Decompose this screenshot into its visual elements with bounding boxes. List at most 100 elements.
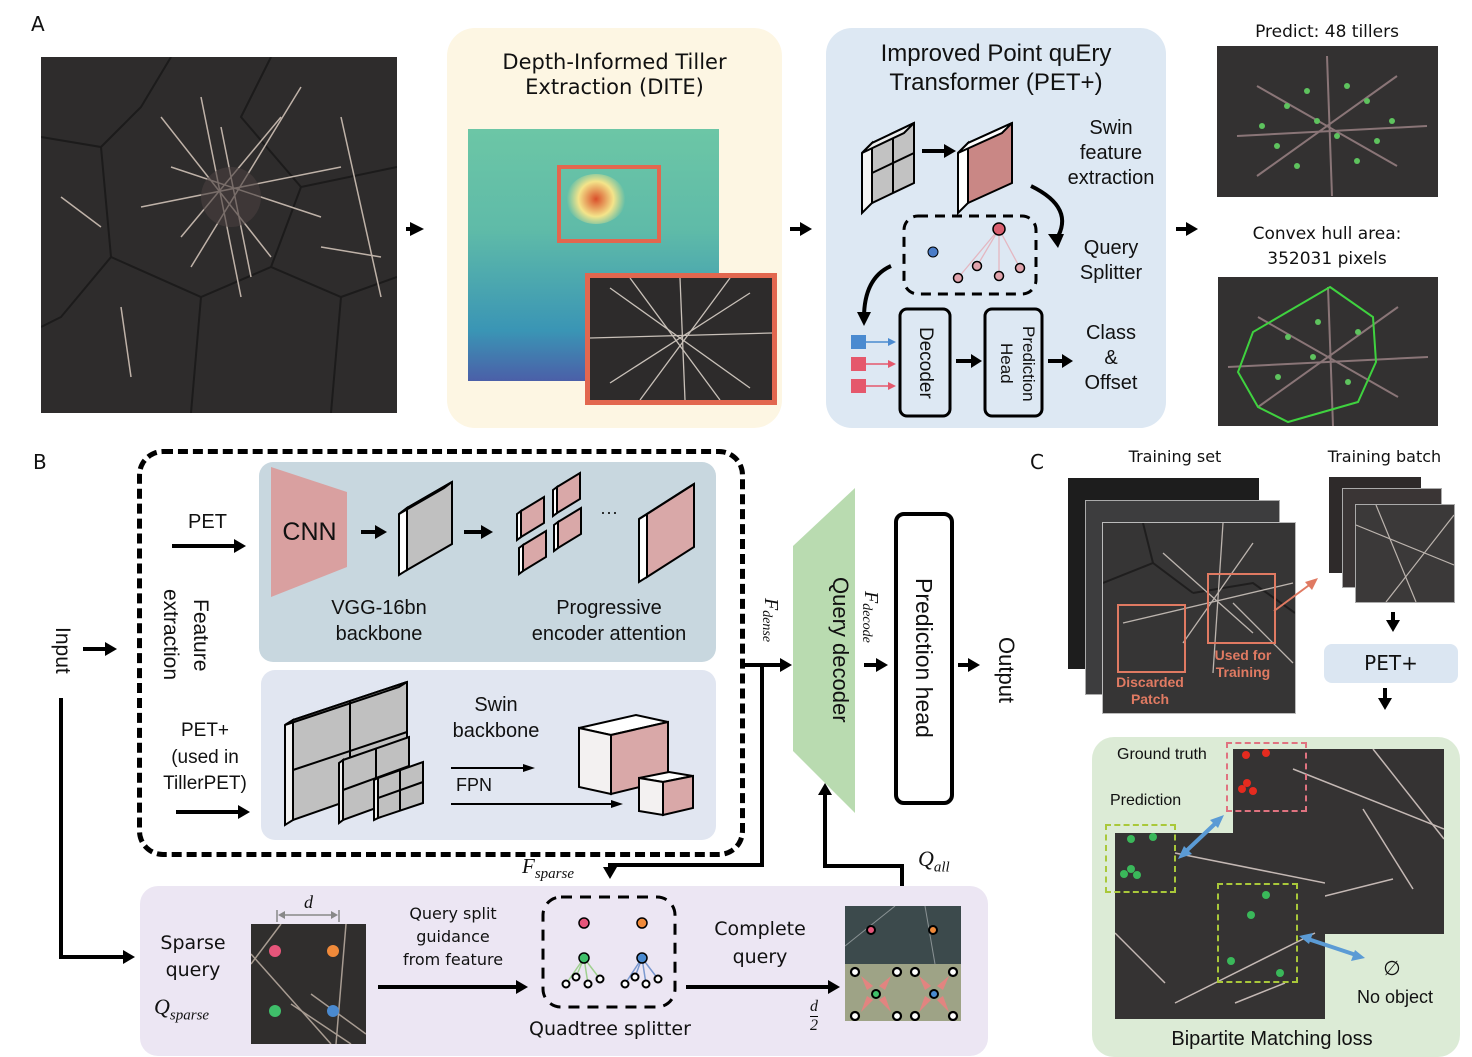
no-object-arrow-icon bbox=[1299, 933, 1365, 961]
prediction-label: Prediction bbox=[1110, 792, 1182, 809]
split-guidance-line: guidance bbox=[416, 927, 490, 947]
class-offset-line: Offset bbox=[1084, 372, 1138, 394]
prediction-frame-match bbox=[1105, 824, 1176, 893]
split-guidance-label: Query split guidance from feature bbox=[390, 902, 516, 972]
swin-backbone-diagram bbox=[284, 680, 694, 827]
pet-backbone-diagram bbox=[271, 467, 695, 597]
d-label: d bbox=[304, 892, 313, 912]
swin-backbone-line: Swin bbox=[474, 694, 518, 716]
q-symbol: Q bbox=[154, 994, 170, 1019]
vgg-label-line: backbone bbox=[335, 623, 423, 645]
connector-line bbox=[1391, 612, 1395, 622]
vgg-label-line: VGG-16bn bbox=[331, 597, 427, 619]
q-sparse-subscript: sparse bbox=[169, 1007, 210, 1024]
dite-title-line2: Extraction (DITE) bbox=[525, 75, 704, 100]
swin-backbone-block: Swin backbone FPN bbox=[261, 670, 716, 840]
arrow-right-icon bbox=[968, 658, 980, 672]
bipartite-matching-panel: Ground truth Prediction ∅ No object Bipa… bbox=[1092, 737, 1460, 1057]
q-all-label: Qall bbox=[918, 846, 950, 876]
training-set-label: Training set bbox=[1128, 447, 1222, 466]
query-splitter-label-line: Splitter bbox=[1079, 262, 1143, 284]
discarded-line: Discarded bbox=[1116, 674, 1184, 690]
dite-title: Depth-Informed Tiller Extraction (DITE) bbox=[447, 50, 782, 100]
pet-label: PET bbox=[188, 511, 227, 533]
arrow-down-icon bbox=[1378, 698, 1392, 710]
prediction-head-box bbox=[894, 512, 954, 805]
sparse-query-label: Sparse query bbox=[146, 930, 240, 983]
prediction-frame-no-object bbox=[1217, 883, 1298, 983]
f-sparse-label: Fsparse bbox=[522, 854, 574, 883]
empty-set-icon: ∅ bbox=[1383, 958, 1401, 980]
sparse-query-line: Sparse bbox=[160, 932, 226, 954]
complete-query-line: Complete bbox=[714, 918, 806, 940]
f-sparse-subscript: sparse bbox=[534, 866, 574, 883]
arrow-right-icon bbox=[1186, 222, 1198, 236]
arrow-down-icon bbox=[603, 867, 617, 879]
dite-title-line1: Depth-Informed Tiller bbox=[502, 50, 727, 74]
predict-caption: Predict: 48 tillers bbox=[1255, 22, 1399, 42]
complete-query-line: query bbox=[732, 945, 788, 968]
swin-feature-label-line: feature bbox=[1079, 142, 1143, 164]
convex-hull-photo bbox=[1218, 277, 1438, 426]
connector-line bbox=[1383, 688, 1387, 700]
quadtree-splitter-label: Quadtree splitter bbox=[529, 1018, 691, 1040]
query-decoder-shape bbox=[793, 488, 855, 813]
complete-query-photo bbox=[845, 906, 961, 1021]
prediction-head-label: Prediction Head bbox=[997, 325, 1038, 402]
arrow-right-icon bbox=[876, 658, 888, 672]
ground-truth-frame bbox=[1226, 742, 1307, 812]
sparse-query-line: query bbox=[165, 958, 221, 981]
arrow-right-icon bbox=[105, 642, 117, 656]
convex-hull-caption-line2: 352031 pixels bbox=[1267, 248, 1387, 269]
roi-zoom-photo bbox=[585, 273, 777, 405]
class-offset-label: Class & Offset bbox=[1071, 321, 1151, 396]
split-guidance-line: Query split bbox=[409, 904, 497, 923]
pet-plus-title: Improved Point quEry Transformer (PET+) bbox=[826, 40, 1166, 98]
ground-truth-label: Ground truth bbox=[1117, 746, 1207, 763]
convex-hull-caption: Convex hull area: 352031 pixels bbox=[1216, 222, 1438, 271]
connector-line bbox=[59, 698, 63, 958]
swin-feature-label-line: extraction bbox=[1067, 167, 1155, 189]
training-image-front bbox=[1102, 522, 1296, 714]
arrow-right-icon bbox=[516, 980, 528, 994]
used-line: Used for bbox=[1214, 647, 1272, 663]
arrow-right-icon bbox=[238, 805, 250, 819]
no-object-label: No object bbox=[1356, 987, 1434, 1007]
f-symbol: F bbox=[860, 591, 882, 604]
swin-backbone-line: backbone bbox=[452, 720, 540, 742]
pet-backbone-block: CNN ··· VGG-16bn backbone Progressive en… bbox=[259, 462, 716, 662]
pet-plus-box bbox=[1324, 644, 1458, 683]
used-line: Training bbox=[1215, 663, 1271, 680]
used-patch-frame bbox=[1207, 573, 1276, 644]
pet-plus-title-line2: Transformer (PET+) bbox=[889, 68, 1103, 96]
q-all-subscript: all bbox=[933, 859, 950, 876]
convex-hull-caption-line1: Convex hull area: bbox=[1252, 224, 1402, 244]
query-decoder-label: Query decoder bbox=[828, 577, 853, 723]
roi-frame bbox=[557, 165, 661, 243]
depth-hotspot bbox=[566, 174, 626, 224]
distance-d-indicator bbox=[276, 910, 340, 922]
swin-feature-label: Swin feature extraction bbox=[1051, 116, 1171, 191]
arrow-shaft bbox=[83, 647, 107, 651]
pet-plus-box-label: PET+ bbox=[1364, 651, 1418, 675]
batch-image-3 bbox=[1355, 504, 1455, 603]
cnn-label: CNN bbox=[282, 518, 337, 546]
arrow-shaft bbox=[176, 810, 238, 814]
swin-backbone-label: Swin backbone bbox=[431, 692, 561, 744]
matching-arrow-icon bbox=[1178, 815, 1224, 859]
d-half-denominator: 2 bbox=[810, 1015, 818, 1034]
arrow-right-icon bbox=[800, 222, 812, 236]
connector-line bbox=[958, 663, 970, 667]
f-decode-label: Fdecode bbox=[852, 572, 882, 662]
f-dense-label: Fdense bbox=[752, 580, 782, 660]
feature-extraction-box bbox=[137, 449, 745, 857]
discarded-patch-frame bbox=[1117, 604, 1186, 673]
pet-plus-panel: Improved Point quEry Transformer (PET+) bbox=[826, 28, 1166, 428]
class-offset-line: & bbox=[1104, 347, 1118, 369]
f-decode-subscript: decode bbox=[859, 603, 874, 643]
connector-line bbox=[59, 955, 125, 959]
arrow-shaft bbox=[172, 544, 234, 548]
connector-line bbox=[900, 864, 904, 888]
discarded-patch-label: Discarded Patch bbox=[1105, 674, 1195, 708]
arrow-right-icon bbox=[828, 980, 840, 994]
